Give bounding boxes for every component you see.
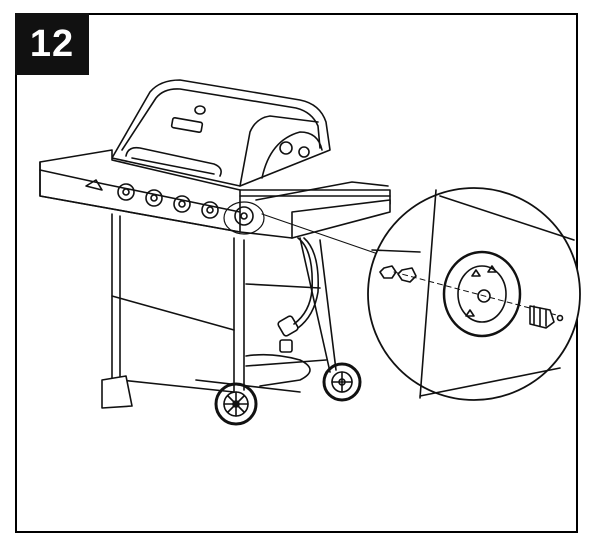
step-number-badge: 12	[15, 13, 89, 75]
control-panel	[39, 149, 391, 239]
valve-stem	[477, 289, 491, 303]
detail-magnifier	[367, 187, 581, 401]
brand-plate	[170, 116, 204, 134]
assembly-axis	[393, 271, 561, 317]
washer-icon	[397, 267, 417, 283]
wheels	[214, 362, 362, 426]
thermometer-icon	[194, 105, 206, 115]
gas-hose	[277, 237, 320, 353]
knob-callout-circle	[223, 201, 265, 235]
lid-handle	[125, 146, 222, 177]
burner-knobs	[117, 183, 254, 226]
grill-lid	[111, 79, 331, 187]
regulator	[277, 315, 299, 337]
callout-leader-line	[261, 213, 379, 255]
nut-icon	[379, 265, 397, 279]
cart-frame	[101, 213, 337, 409]
ignition-button-icon	[85, 179, 103, 191]
knob-bezel	[442, 250, 522, 338]
control-knob-icon	[529, 305, 555, 329]
